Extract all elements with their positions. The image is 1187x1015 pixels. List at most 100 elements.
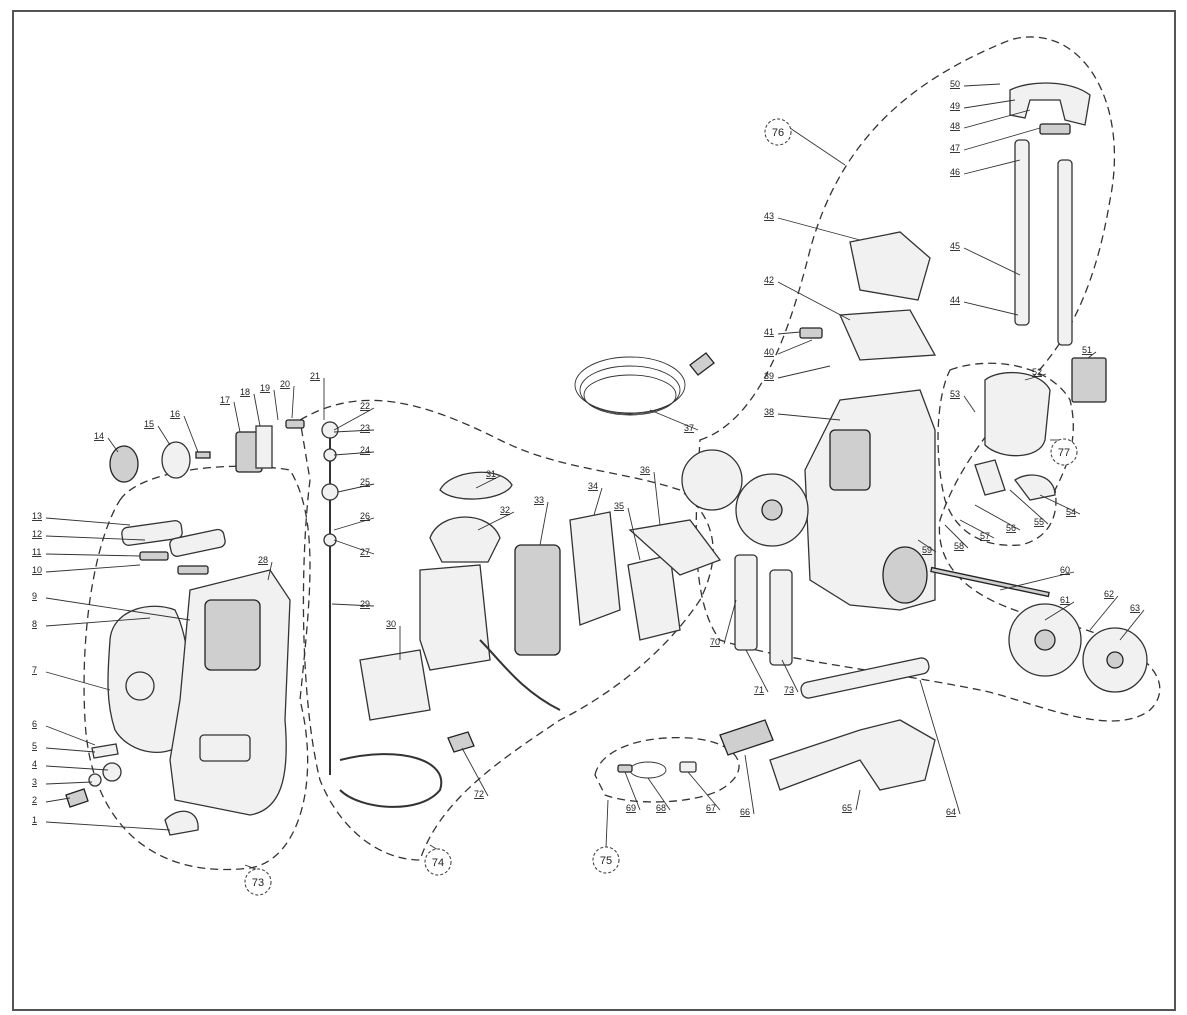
leader-line-70 [723,599,737,645]
callout-label-42: 42 [764,275,774,285]
callout-label-33: 33 [534,495,544,505]
cover-35 [627,554,681,641]
group-outline-73 [83,465,311,871]
leader-line-51 [1087,351,1097,359]
callout-label-35: 35 [614,501,624,511]
callout-label-1: 1 [32,815,37,825]
callout-label-7: 7 [32,665,37,675]
hose-coil-2 [579,365,681,415]
grille-51 [1071,357,1107,403]
group-leader-75 [605,799,609,849]
callout-label-65: 65 [842,803,852,813]
leader-line-54 [1039,494,1081,515]
leader-line-67 [687,771,721,811]
hose-40 [479,639,561,711]
leader-line-31 [475,475,501,489]
hose-reel [574,352,715,416]
callout-label-30: 30 [386,619,396,629]
rail-73 [769,569,793,666]
clip-41 [799,327,823,339]
axle-60 [930,566,1050,598]
leader-line-28 [267,561,273,581]
callout-label-73: 73 [784,685,794,695]
seal-4 [88,773,102,787]
chassis-wheel-well [882,546,928,604]
callout-label-6: 6 [32,719,37,729]
leader-line-61 [1044,601,1075,621]
callout-label-22: 22 [360,401,370,411]
rail-71 [734,554,758,651]
cable-71 [339,753,443,808]
callout-label-3: 3 [32,777,37,787]
motor-ring-32 [429,516,501,563]
callout-label-28: 28 [258,555,268,565]
group-label-73: 73 [252,877,264,889]
leader-line-60 [999,571,1075,591]
leader-line-15 [157,425,171,446]
leader-line-4 [45,765,109,771]
callout-label-72: 72 [474,789,484,799]
callout-label-50: 50 [950,79,960,89]
callout-label-41: 41 [764,327,774,337]
callout-label-24: 24 [360,445,370,455]
nozzle-67 [679,761,697,773]
group-label-74: 74 [432,857,444,869]
leader-line-44 [963,301,1019,316]
leader-line-42 [777,281,851,321]
bracket-42 [839,309,937,361]
callout-label-70: 70 [710,637,720,647]
rear-cover-52 [984,371,1051,457]
callout-label-59: 59 [922,545,932,555]
callout-label-13: 13 [32,511,42,521]
callout-label-4: 4 [32,759,37,769]
callout-label-39: 39 [764,371,774,381]
callout-label-25: 25 [360,477,370,487]
leader-line-25 [337,483,375,493]
callout-label-49: 49 [950,101,960,111]
leader-line-33 [539,501,549,546]
front-housing-parts [65,419,305,836]
callout-label-18: 18 [240,387,250,397]
callout-label-58: 58 [954,541,964,551]
chassis-opening [829,429,871,491]
leader-line-2 [45,797,71,803]
leader-line-59 [917,539,937,553]
leader-line-73 [781,659,799,693]
leader-line-34 [593,487,603,516]
leader-line-37 [649,409,699,431]
leader-line-53 [963,395,976,413]
leader-line-24 [333,451,375,456]
callout-label-66: 66 [740,807,750,817]
grip-cover-b [169,528,226,557]
bracket-55 [974,459,1006,496]
callout-label-63: 63 [1130,603,1140,613]
leader-line-20 [291,385,295,419]
group-label-76: 76 [772,127,784,139]
callout-label-32: 32 [500,505,510,515]
callout-label-40: 40 [764,347,774,357]
callout-label-5: 5 [32,741,37,751]
group-label-77: 77 [1058,447,1070,459]
callout-label-34: 34 [588,481,598,491]
callout-label-47: 47 [950,143,960,153]
leader-line-62 [1089,595,1119,631]
hose-coupling [689,352,715,376]
leader-line-39 [777,365,831,379]
callout-label-37: 37 [684,423,694,433]
seal-5 [102,762,122,782]
callout-label-60: 60 [1060,565,1070,575]
bracket-43 [849,231,931,301]
group-circle-75 [592,846,620,874]
callout-label-16: 16 [170,409,180,419]
callout-label-36: 36 [640,465,650,475]
bracket-54 [1014,474,1056,501]
motor-pump-parts [321,421,722,808]
clip-11 [139,551,169,561]
grip-cover-a [121,520,183,546]
motor-stator-33 [514,544,561,656]
callout-label-48: 48 [950,121,960,131]
callout-label-11: 11 [32,547,41,557]
group-circle-73 [244,868,272,896]
leader-line-68 [647,777,671,811]
callout-label-20: 20 [280,379,290,389]
